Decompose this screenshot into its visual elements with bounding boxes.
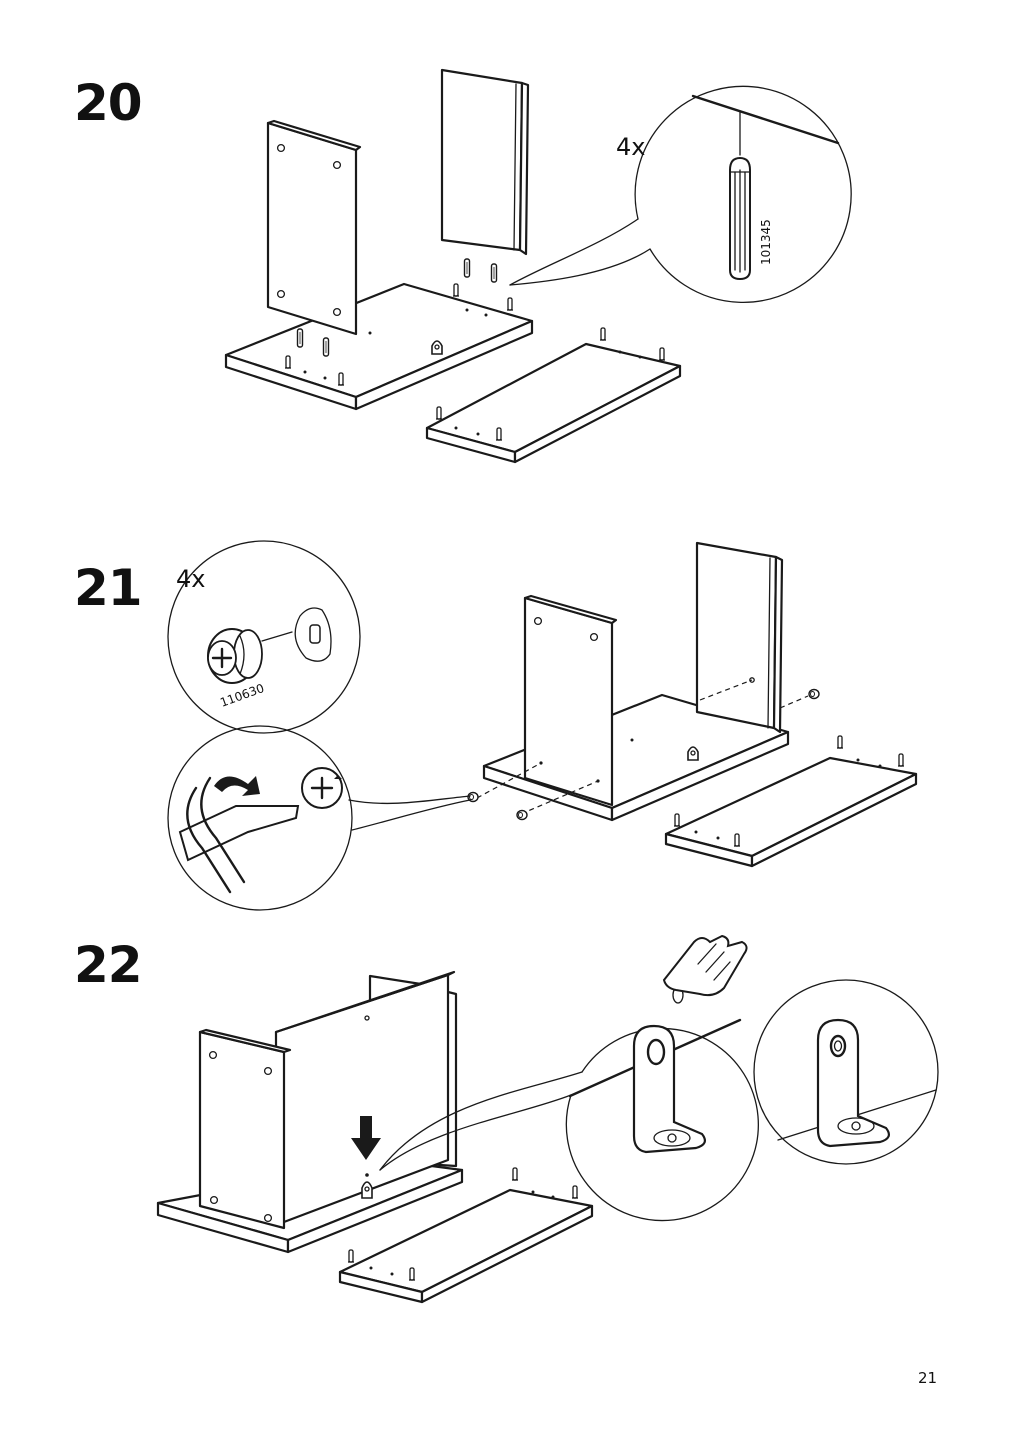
step-21-cam-lock-callout <box>167 540 361 734</box>
metal-bracket-icon <box>816 1018 890 1148</box>
cam-lock-icon <box>207 628 263 684</box>
step-20-illustration <box>224 68 682 464</box>
page-number: 21 <box>918 1369 938 1387</box>
metal-bracket-icon <box>632 1024 706 1154</box>
step-22-bracket-callout-before <box>379 934 759 1222</box>
screwdriver-icon <box>178 776 300 894</box>
quantity-label-21: 4x <box>176 565 205 593</box>
step-22-bracket-callout-after <box>753 979 939 1165</box>
hand-pointing-icon <box>662 934 748 997</box>
step-22-illustration <box>156 970 594 1304</box>
down-arrow-icon <box>351 1116 381 1160</box>
step-number-21: 21 <box>74 559 143 617</box>
part-number-label-20: 101345 <box>759 219 773 265</box>
quantity-label-20: 4x <box>616 133 645 161</box>
step-21-illustration <box>467 541 918 868</box>
wooden-dowel-icon <box>729 156 751 281</box>
step-21-screwdriver-callout <box>167 725 471 911</box>
step-20-detail-callout <box>509 85 852 303</box>
step-number-20: 20 <box>74 74 143 132</box>
rotate-arrow-icon <box>214 776 260 796</box>
step-number-22: 22 <box>74 936 143 994</box>
part-number-label-21: 110630 <box>218 681 266 710</box>
